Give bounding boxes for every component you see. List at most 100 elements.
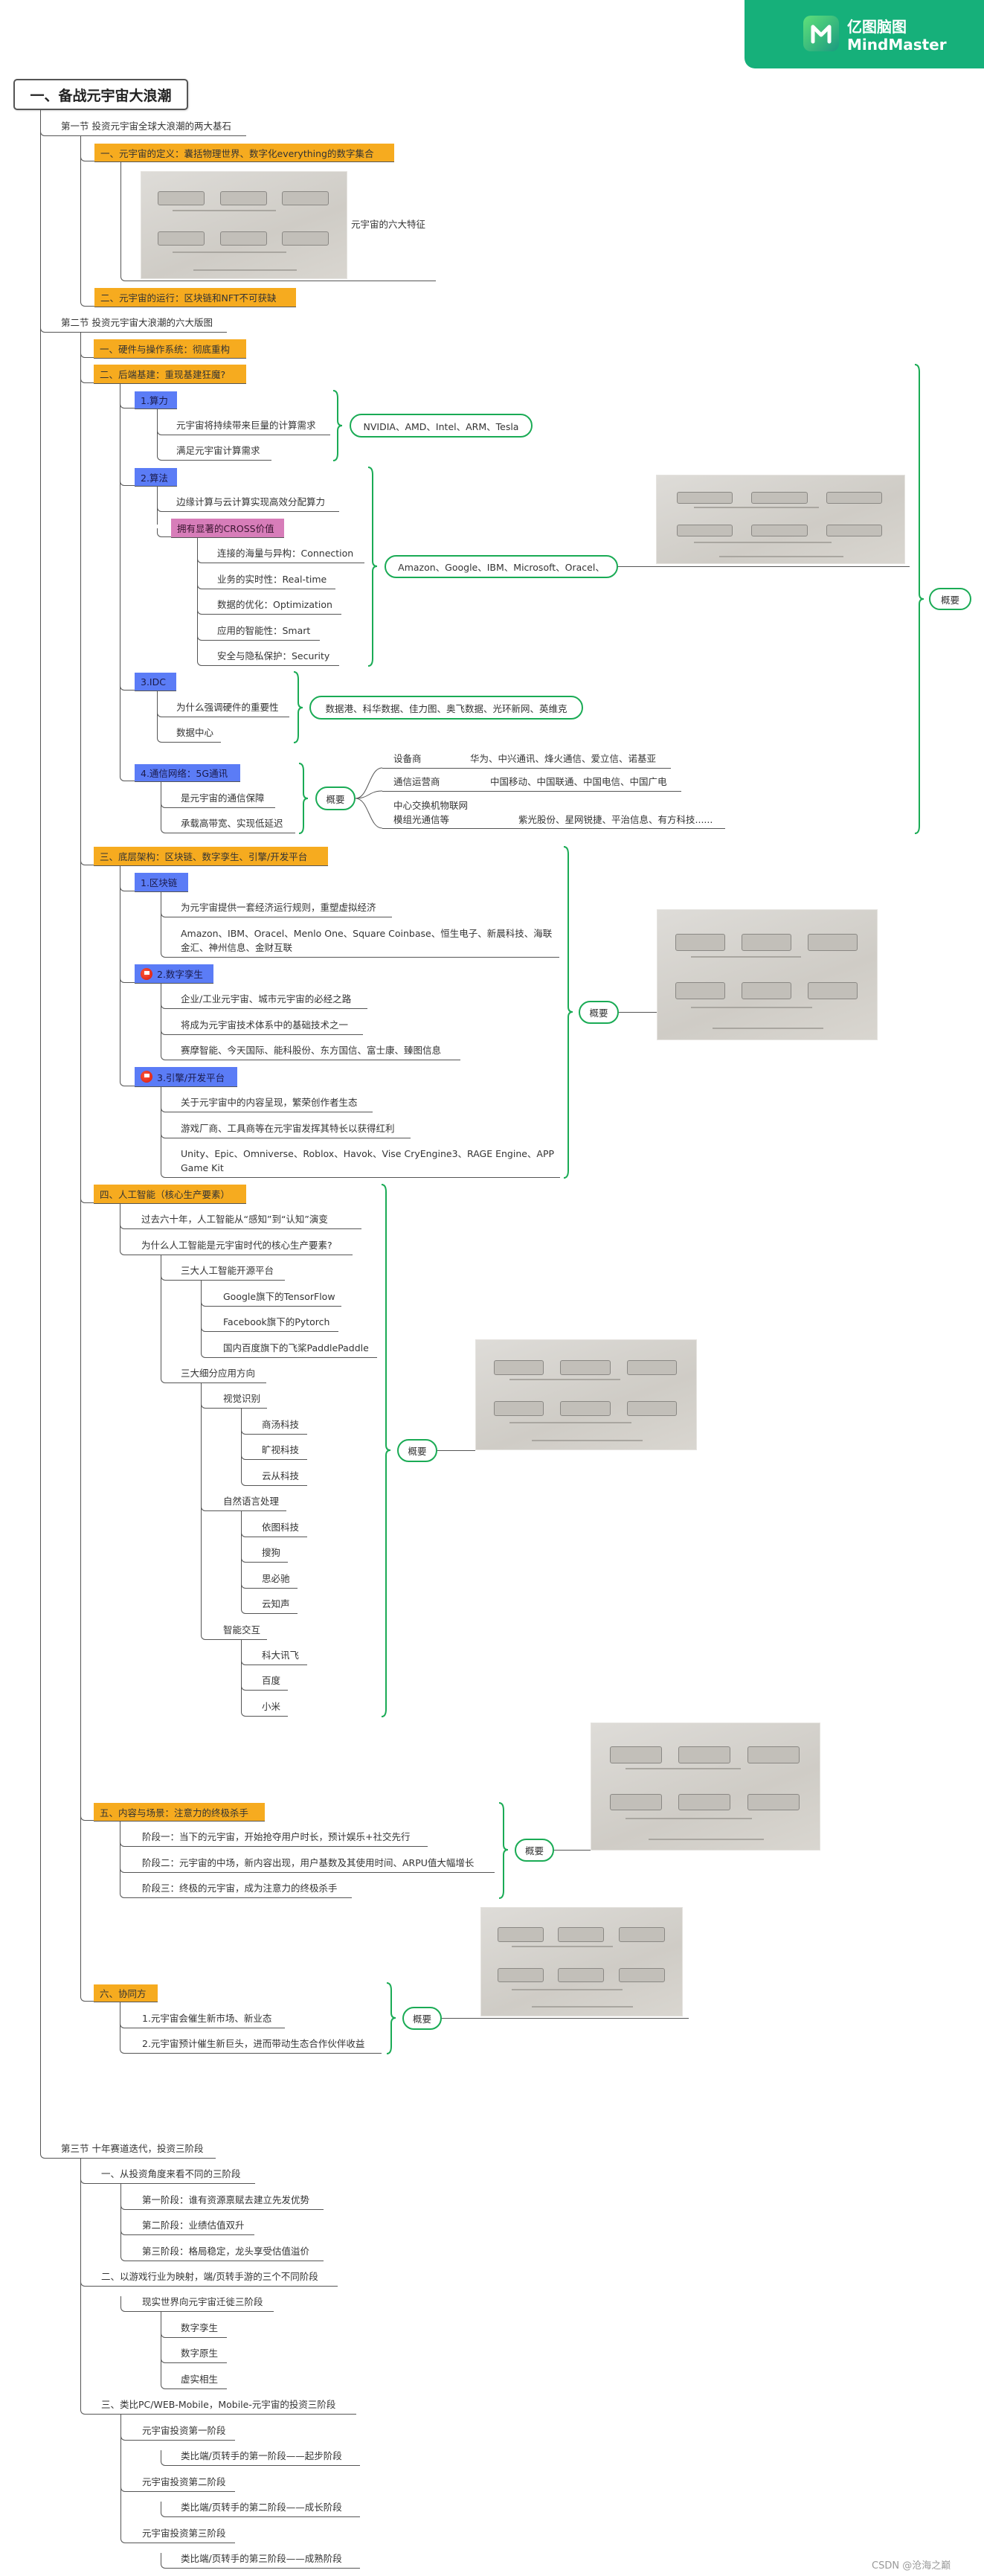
topic-node[interactable]: 元宇宙投资第三阶段 [120,2528,235,2543]
topic-node[interactable]: 应用的智能性：Smart [197,625,320,641]
topic-node[interactable]: 第三节 十年赛道迭代，投资三阶段 [40,2143,216,2159]
topic-node[interactable]: 数据中心 [157,727,221,743]
topic-node[interactable]: 元宇宙投资第二阶段 [120,2476,235,2492]
topic-node[interactable]: 承载高带宽、实现低延迟 [161,818,295,833]
blue-topic-box[interactable]: 4.通信网络：5G通讯 [135,764,240,782]
topic-node[interactable]: 类比端/页转手的第三阶段——成熟阶段 [161,2553,360,2569]
topic-node[interactable]: 为元宇宙提供一套经济运行规则，重塑虚拟经济 [161,902,392,917]
topic-node[interactable]: 1.元宇宙会催生新市场、新业态 [120,2013,285,2028]
topic-node[interactable]: 边缘计算与云计算实现高效分配算力 [157,496,339,512]
orange-topic-box[interactable]: 六、协同方 [94,1984,158,2002]
topic-node[interactable]: Facebook旗下的Pytorch [201,1316,338,1332]
summary-pill[interactable]: 概要 [397,1439,437,1462]
topic-node[interactable]: 类比端/页转手的第一阶段——起步阶段 [161,2450,360,2466]
topic-node[interactable]: 赛摩智能、今天国际、能科股份、东方国信、富士康、臻图信息 [161,1045,460,1060]
root-topic[interactable]: 一、备战元宇宙大浪潮 [13,79,188,110]
topic-node[interactable]: 关于元宇宙中的内容呈现，繁荣创作者生态 [161,1097,373,1112]
topic-node[interactable]: 2.元宇宙预计催生新巨头，进而带动生态合作伙伴收益 [120,2038,382,2054]
topic-node[interactable]: 元宇宙将持续带来巨量的计算需求 [157,420,330,435]
topic-node[interactable]: 现实世界向元宇宙迁徙三阶段 [120,2296,274,2312]
topic-node[interactable]: 虚实相生 [161,2374,227,2389]
topic-node[interactable]: Amazon、IBM、Oracel、Menlo One、Square Coinb… [161,926,559,958]
topic-node[interactable]: 过去六十年，人工智能从“感知”到“认知”演变 [120,1214,361,1229]
topic-node[interactable]: 商汤科技 [241,1419,307,1435]
topic-label: 承载高带宽、实现低延迟 [181,818,283,829]
topic-node[interactable]: 元宇宙投资第一阶段 [120,2425,235,2441]
blue-topic-box[interactable]: 2.数字孪生 [135,964,213,984]
callout-pill[interactable]: Amazon、Google、IBM、Microsoft、Oracel、 [385,555,618,578]
topic-node[interactable]: 第二阶段：业绩估值双升 [120,2220,254,2235]
topic-node[interactable]: 科大讯飞 [241,1650,307,1665]
orange-topic-box[interactable]: 二、后端基建：重现基建狂魔? [94,365,246,384]
topic-node[interactable]: 满足元宇宙计算需求 [157,445,271,461]
topic-node[interactable]: 搜狗 [241,1547,288,1563]
topic-node[interactable]: 百度 [241,1675,288,1691]
topic-node[interactable]: 思必驰 [241,1573,298,1589]
pink-topic-box[interactable]: 拥有显著的CROSS价值 [171,519,284,538]
orange-topic-box[interactable]: 四、人工智能（核心生产要素） [94,1185,246,1204]
topic-node[interactable]: 三大人工智能开源平台 [161,1265,285,1281]
topic-node[interactable]: 云知声 [241,1598,298,1614]
branch-curve [355,790,383,799]
topic-node[interactable]: 安全与隐私保护：Security [197,650,339,666]
topic-node[interactable]: 一、从投资角度来看不同的三阶段 [80,2168,255,2184]
topic-node[interactable]: 云从科技 [241,1470,307,1486]
figure-block [826,525,883,537]
topic-node[interactable]: 小米 [241,1701,288,1717]
summary-pill[interactable]: 概要 [579,1001,619,1024]
topic-node[interactable]: 第三阶段：格局稳定，龙头享受估值溢价 [120,2246,324,2261]
topic-node[interactable]: 企业/工业元宇宙、城市元宇宙的必经之路 [161,993,367,1009]
topic-label: 智能交互 [223,1624,261,1635]
orange-topic-box[interactable]: 一、硬件与操作系统：彻底重构 [94,339,246,359]
topic-node[interactable]: 类比端/页转手的第二阶段——成长阶段 [161,2502,360,2517]
orange-topic-box[interactable]: 一、元宇宙的定义：囊括物理世界、数字化everything的数字集合 [94,144,394,162]
topic-node[interactable]: 将成为元宇宙技术体系中的基础技术之一 [161,1019,363,1035]
topic-node[interactable]: 游戏厂商、工具商等在元宇宙发挥其特长以获得红利 [161,1123,411,1138]
blue-topic-box[interactable]: 2.算法 [135,468,177,487]
topic-node[interactable]: 数据的优化：Optimization [197,599,341,615]
topic-node[interactable]: 视觉识别 [201,1393,267,1409]
summary-pill[interactable]: 概要 [929,588,971,610]
topic-node[interactable]: 第一节 投资元宇宙全球大浪潮的两大基石 [40,121,246,136]
blue-topic-box[interactable]: 1.算力 [135,391,177,409]
callout-pill[interactable]: 数据港、科华数据、佳力图、奥飞数据、光环新网、英维克 [309,696,583,720]
topic-node[interactable]: 为什么人工智能是元宇宙时代的核心生产要素? [120,1240,353,1255]
topic-node[interactable]: 阶段一：当下的元宇宙，开始抢夺用户时长，预计娱乐+社交先行 [120,1831,428,1847]
summary-pill[interactable]: 概要 [402,2007,442,2030]
callout-pill[interactable]: NVIDIA、AMD、Intel、ARM、Tesla [350,414,533,438]
orange-topic-box[interactable]: 五、内容与场景：注意力的终极杀手 [94,1803,265,1822]
summary-brace [367,467,378,667]
topic-node[interactable]: 第二节 投资元宇宙大浪潮的六大版图 [40,317,227,333]
topic-node[interactable]: 为什么强调硬件的重要性 [157,702,289,717]
branch-connector [80,153,94,161]
summary-pill[interactable]: 概要 [515,1839,554,1862]
topic-node[interactable]: 阶段二：元宇宙的中场，新内容出现，用户基数及其使用时间、ARPU值大幅增长 [120,1857,495,1873]
topic-node[interactable]: 旷视科技 [241,1444,307,1460]
topic-node[interactable]: 数字孪生 [161,2322,227,2338]
blue-topic-box[interactable]: 3.IDC [135,673,176,691]
topic-node[interactable]: 依图科技 [241,1522,307,1537]
topic-node[interactable]: 阶段三：终极的元宇宙，成为注意力的终极杀手 [120,1883,352,1898]
topic-node[interactable]: Google旗下的TensorFlow [201,1291,341,1307]
branch-connector [120,974,135,983]
blue-topic-box[interactable]: 1.区块链 [135,873,188,892]
topic-node[interactable]: 三大细分应用方向 [161,1368,266,1383]
topic-node[interactable]: 业务的实时性：Real-time [197,574,335,589]
orange-topic-box[interactable]: 三、底层架构：区块链、数字孪生、引擎/开发平台 [94,847,328,866]
topic-node[interactable]: 第一阶段：谁有资源禀赋去建立先发优势 [120,2194,324,2210]
topic-node[interactable]: 是元宇宙的通信保障 [161,792,275,808]
topic-node[interactable]: 三、类比PC/WEB-Mobile，Mobile-元宇宙的投资三阶段 [80,2399,356,2415]
topic-node[interactable]: 数字原生 [161,2348,227,2363]
blue-topic-box[interactable]: 3.引擎/开发平台 [135,1067,237,1087]
topic-node[interactable]: 自然语言处理 [201,1496,286,1511]
figure-text-line [509,1422,631,1424]
topic-node[interactable]: 二、以游戏行业为映射，端/页转手游的三个不同阶段 [80,2271,338,2287]
summary-pill[interactable]: 概要 [315,786,356,810]
orange-topic-box[interactable]: 二、元宇宙的运行：区块链和NFT不可获缺 [94,288,296,307]
topic-node[interactable]: 国内百度旗下的飞桨PaddlePaddle [201,1342,377,1358]
topic-node[interactable]: 智能交互 [201,1624,267,1640]
topic-node[interactable]: 连接的海量与异构：Connection [197,548,364,563]
figure-block [618,1927,665,1943]
topic-node[interactable]: Unity、Epic、Omniverse、Roblox、Havok、Vise C… [161,1146,560,1178]
